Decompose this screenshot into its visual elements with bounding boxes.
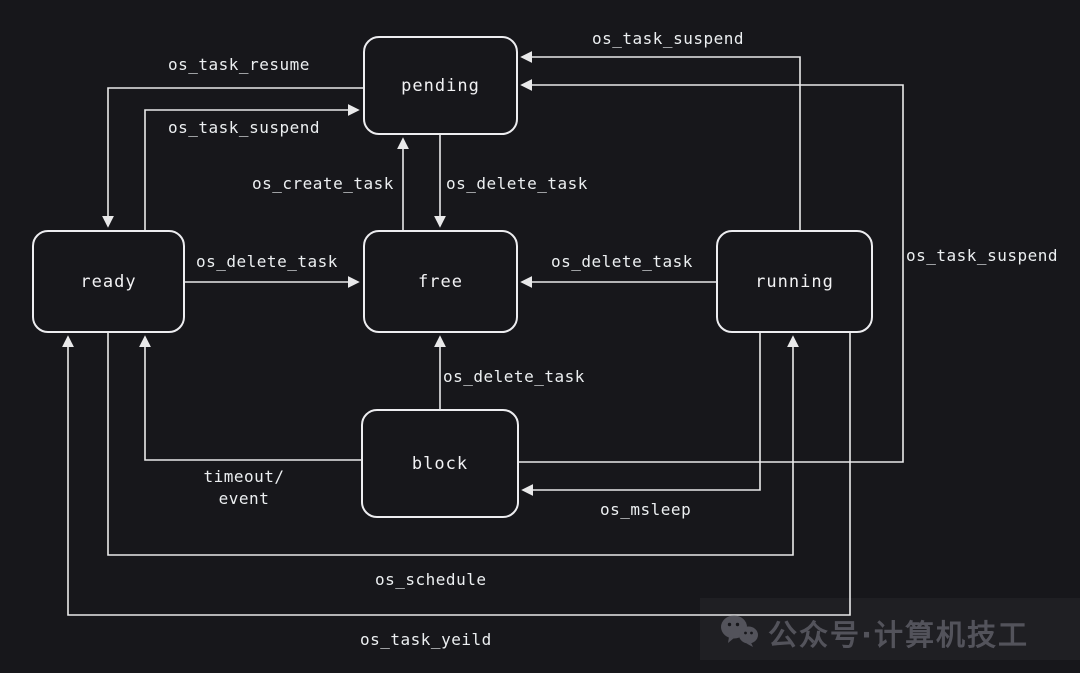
wechat-icon <box>720 614 758 652</box>
edge-os-task-suspend-left-line <box>144 104 360 230</box>
edge-label-os-delete-task-block: os_delete_task <box>443 367 585 386</box>
edge-timeout-event-line <box>139 335 361 461</box>
edge-label-os-task-suspend-left: os_task_suspend <box>168 118 320 137</box>
state-node-free: free <box>363 230 518 333</box>
edge-os-task-suspend-right-line <box>519 79 904 463</box>
edge-label-timeout-event: timeout/ event <box>203 467 285 509</box>
state-node-running: running <box>716 230 873 333</box>
state-node-block: block <box>361 409 519 518</box>
state-label-ready: ready <box>80 271 137 292</box>
edge-os-msleep-line <box>521 333 761 496</box>
edge-label-os-task-yeild: os_task_yeild <box>360 630 492 649</box>
edge-label-os-schedule: os_schedule <box>375 570 487 589</box>
edge-os-task-suspend-top-line <box>520 51 801 230</box>
edge-label-os-delete-task-running: os_delete_task <box>551 252 693 271</box>
state-node-ready: ready <box>32 230 185 333</box>
edge-os-task-resume-line <box>102 87 363 228</box>
edge-label-os-task-suspend-right: os_task_suspend <box>906 246 1058 265</box>
state-label-pending: pending <box>401 75 480 96</box>
edge-label-os-task-suspend-top: os_task_suspend <box>592 29 744 48</box>
edge-os-schedule-line <box>107 333 799 556</box>
state-label-running: running <box>755 271 834 292</box>
edge-label-os-task-resume: os_task_resume <box>168 55 310 74</box>
watermark-text: 公众号·计算机技工 <box>768 618 1030 652</box>
edge-label-os-delete-task-ready: os_delete_task <box>196 252 338 271</box>
state-label-free: free <box>418 271 463 292</box>
watermark: 公众号·计算机技工 <box>720 612 1029 654</box>
state-node-pending: pending <box>363 36 518 135</box>
edge-label-os-msleep: os_msleep <box>600 500 692 519</box>
state-label-block: block <box>411 453 469 474</box>
edge-label-os-create-task: os_create_task <box>252 174 394 193</box>
edge-label-os-delete-task-pending: os_delete_task <box>446 174 588 193</box>
edge-os-task-yeild-line <box>62 333 851 616</box>
